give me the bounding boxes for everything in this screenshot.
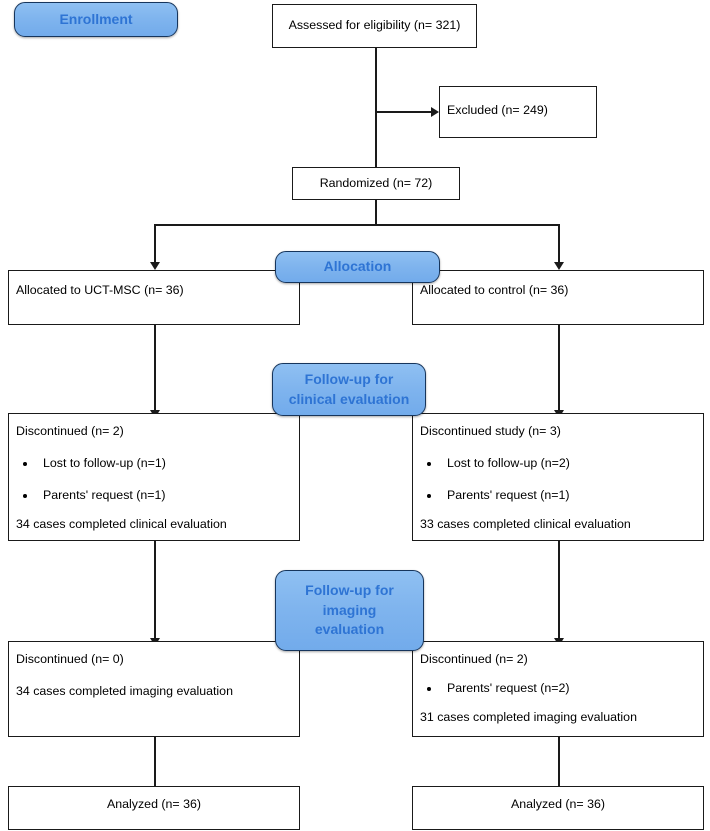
arrow-to-excluded bbox=[431, 107, 439, 117]
stage-badge-followup-clinical-line2: clinical evaluation bbox=[288, 390, 410, 407]
node-imaging-left-footer: 34 cases completed imaging evaluation bbox=[16, 684, 233, 698]
node-allocated-control: Allocated to control (n= 36) bbox=[412, 270, 704, 325]
stage-badge-followup-imaging: Follow-up for imaging evaluation bbox=[275, 570, 424, 651]
node-imaging-right-header: Discontinued (n= 2) bbox=[420, 652, 528, 666]
node-allocated-control-label: Allocated to control (n= 36) bbox=[420, 283, 569, 297]
node-imaging-discontinued-right: Discontinued (n= 2) Parents' request (n=… bbox=[412, 641, 704, 737]
stage-badge-followup-clinical-line1: Follow-up for bbox=[304, 370, 394, 387]
node-analyzed-left-label: Analyzed (n= 36) bbox=[106, 797, 202, 811]
connector-clinical-left-to-imaging bbox=[154, 541, 156, 641]
stage-badge-followup-imaging-line3: evaluation bbox=[314, 621, 385, 638]
connector-alloc-left-to-clinical bbox=[154, 325, 156, 413]
stage-badge-allocation: Allocation bbox=[275, 251, 440, 283]
stage-badge-followup-clinical: Follow-up for clinical evaluation bbox=[272, 363, 426, 416]
node-imaging-right-footer: 31 cases completed imaging evaluation bbox=[420, 710, 637, 724]
node-excluded-label: Excluded (n= 249) bbox=[447, 103, 548, 117]
node-clinical-discontinued-left: Discontinued (n= 2) Lost to follow-up (n… bbox=[8, 413, 300, 541]
list-item: Lost to follow-up (n=1) bbox=[9, 456, 166, 472]
node-clinical-right-header: Discontinued study (n= 3) bbox=[420, 424, 561, 438]
node-clinical-left-header: Discontinued (n= 2) bbox=[16, 424, 124, 438]
node-clinical-right-bullets: Lost to follow-up (n=2) Parents' request… bbox=[413, 456, 570, 503]
connector-imaging-right-to-analyzed bbox=[558, 737, 560, 789]
arrow-to-alloc-right bbox=[554, 262, 564, 270]
connector-split-bar bbox=[154, 224, 559, 226]
stage-badge-allocation-label: Allocation bbox=[323, 258, 392, 275]
connector-split-right bbox=[558, 224, 560, 264]
node-analyzed-left: Analyzed (n= 36) bbox=[8, 786, 300, 830]
node-clinical-left-bullets: Lost to follow-up (n=1) Parents' request… bbox=[9, 456, 166, 503]
node-assessed-label: Assessed for eligibility (n= 321) bbox=[288, 18, 461, 33]
node-analyzed-right: Analyzed (n= 36) bbox=[412, 786, 704, 830]
connector-split-left bbox=[154, 224, 156, 264]
connector-imaging-left-to-analyzed bbox=[154, 737, 156, 789]
connector-assessed-to-randomized bbox=[375, 48, 377, 167]
list-item: Parents' request (n=1) bbox=[9, 488, 166, 504]
stage-badge-followup-imaging-line2: imaging bbox=[322, 601, 377, 618]
connector-assessed-to-excluded bbox=[375, 111, 433, 113]
node-randomized-label: Randomized (n= 72) bbox=[319, 175, 433, 190]
connector-alloc-right-to-clinical bbox=[558, 325, 560, 413]
node-allocated-uct-msc-label: Allocated to UCT-MSC (n= 36) bbox=[16, 283, 184, 297]
arrow-to-alloc-left bbox=[150, 262, 160, 270]
list-item: Lost to follow-up (n=2) bbox=[413, 456, 570, 472]
node-clinical-left-footer: 34 cases completed clinical evaluation bbox=[16, 517, 227, 531]
node-clinical-right-footer: 33 cases completed clinical evaluation bbox=[420, 517, 631, 531]
node-analyzed-right-label: Analyzed (n= 36) bbox=[510, 797, 606, 811]
list-item: Parents' request (n=2) bbox=[413, 681, 570, 697]
node-assessed-for-eligibility: Assessed for eligibility (n= 321) bbox=[272, 4, 477, 48]
connector-randomized-down bbox=[375, 200, 377, 224]
node-clinical-discontinued-right: Discontinued study (n= 3) Lost to follow… bbox=[412, 413, 704, 541]
node-randomized: Randomized (n= 72) bbox=[292, 167, 460, 200]
connector-clinical-right-to-imaging bbox=[558, 541, 560, 641]
node-imaging-left-header: Discontinued (n= 0) bbox=[16, 652, 124, 666]
stage-badge-followup-imaging-line1: Follow-up for bbox=[305, 581, 394, 598]
node-imaging-discontinued-left: Discontinued (n= 0) 34 cases completed i… bbox=[8, 641, 300, 737]
stage-badge-enrollment-label: Enrollment bbox=[59, 10, 133, 27]
list-item: Parents' request (n=1) bbox=[413, 488, 570, 504]
stage-badge-enrollment: Enrollment bbox=[14, 2, 178, 37]
node-imaging-right-bullets: Parents' request (n=2) bbox=[413, 681, 570, 697]
node-excluded: Excluded (n= 249) bbox=[439, 86, 597, 138]
node-allocated-uct-msc: Allocated to UCT-MSC (n= 36) bbox=[8, 270, 300, 325]
